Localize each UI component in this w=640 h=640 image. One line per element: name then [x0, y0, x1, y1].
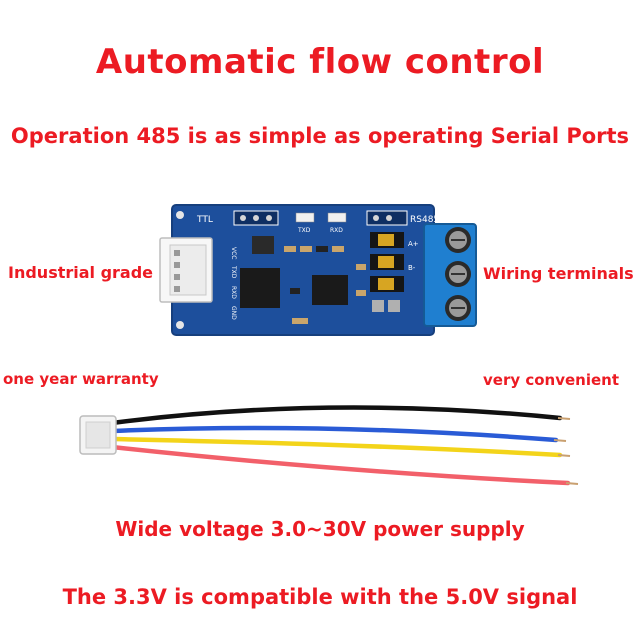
voltage-caption: Wide voltage 3.0~30V power supply	[115, 517, 525, 541]
rxd-label: RXD	[330, 227, 343, 234]
ttl-header-pins	[233, 210, 279, 226]
industrial-grade-label: Industrial grade	[8, 263, 154, 282]
txd-label: TXD	[297, 227, 311, 234]
headline-subtitle: Operation 485 is as simple as operating …	[10, 124, 630, 148]
wiring-terminals-label: Wiring terminals	[483, 264, 634, 283]
headline-title: Automatic flow control	[95, 42, 545, 82]
pin-label-vcc: VCC	[230, 247, 237, 259]
b-minus-label: B-	[408, 264, 416, 272]
txd-led	[295, 212, 315, 223]
rs485-header-pins	[366, 210, 408, 226]
pin-label-rxd: RXD	[230, 286, 237, 299]
rxd-led	[327, 212, 347, 223]
ic-chip-2	[312, 275, 348, 305]
screw-terminal-block	[423, 223, 477, 327]
convenient-label: very convenient	[483, 371, 620, 389]
warranty-label: one year warranty	[3, 370, 159, 388]
regulator	[252, 236, 274, 254]
screw-3	[445, 295, 471, 321]
a-plus-label: A+	[408, 240, 419, 248]
ic-chip	[240, 268, 280, 308]
rs485-label: RS485	[410, 215, 439, 225]
compatibility-caption: The 3.3V is compatible with the 5.0V sig…	[62, 585, 578, 609]
ttl-label: TTL	[196, 215, 213, 225]
cable-assembly	[79, 405, 579, 486]
rs485-module-board: TTL RS485 TXD RXD A+ B- VCC TXD RXD GND	[171, 204, 439, 336]
screw-1	[445, 227, 471, 253]
jst-connector	[159, 237, 213, 303]
screw-2	[445, 261, 471, 287]
pin-label-gnd: GND	[230, 306, 237, 320]
pin-label-txd: TXD	[230, 265, 237, 279]
